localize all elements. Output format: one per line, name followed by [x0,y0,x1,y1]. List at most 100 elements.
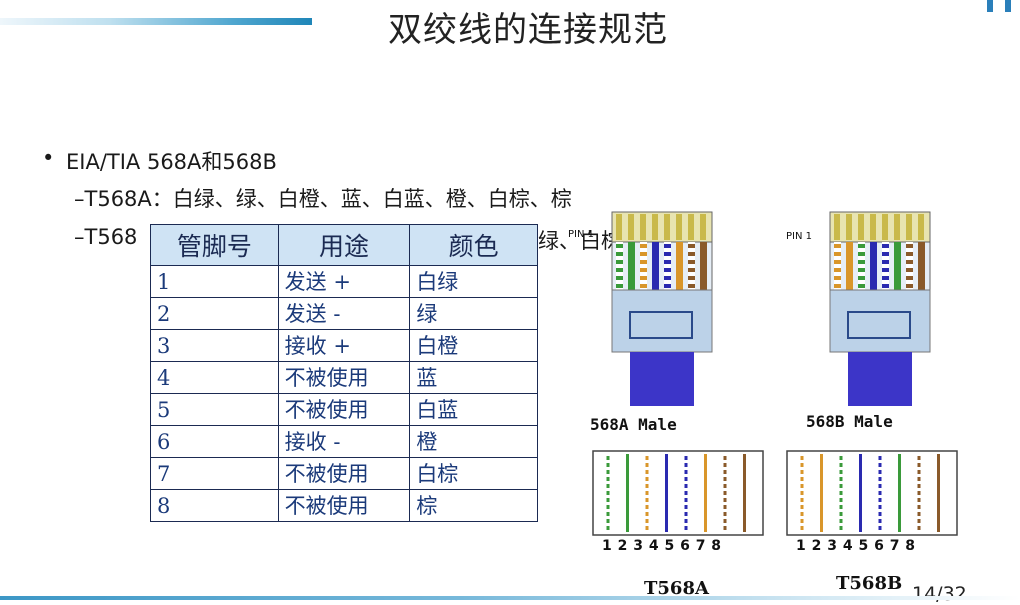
wire [906,242,913,290]
wire-dash [723,463,727,467]
bottom-accent-bar [0,596,1020,600]
cell-pin: 1 [150,265,279,298]
rj45-connector-svg [611,211,713,406]
contact-pin [640,214,646,240]
contact-pin [882,214,888,240]
wire-dash [800,526,804,530]
cell-pin: 8 [150,489,279,522]
cell-color: 白蓝 [409,393,538,426]
wire-line [820,454,823,532]
wire-dash [606,470,610,474]
cell-pin: 6 [150,425,279,458]
wire [882,242,889,290]
wire-dash [606,491,610,495]
wire-diagram-t568a [592,450,764,540]
wire [700,242,707,290]
wire-diagram-t568b [786,450,958,540]
wire-line [859,454,862,532]
connector-label-568b: 568B Male [806,412,893,431]
wire-dash [684,484,688,488]
wire-dash [917,491,921,495]
standard-label-t568b: T568B [836,573,903,594]
wire-stripe [616,284,623,288]
wire-dash [645,463,649,467]
wire-line [743,454,746,532]
table-row: 8 不被使用 棕 [150,489,538,522]
cell-color: 白绿 [409,265,538,298]
contact-pin [894,214,900,240]
wire-stripe [688,284,695,288]
header-pin: 管脚号 [150,224,279,266]
wire-stripe [688,252,695,256]
wire-dash [723,470,727,474]
wire-stripe [664,252,671,256]
wire-stripe [906,284,913,288]
contact-pin [688,214,694,240]
wire-dash [917,526,921,530]
wire-dash [839,470,843,474]
wire-dash [684,512,688,516]
wire-stripe [858,244,865,248]
wire-dash [839,477,843,481]
wire-stripe [882,260,889,264]
wire-dash [606,484,610,488]
wire-stripe [858,276,865,280]
cell-pin: 4 [150,361,279,394]
wire-dash [800,519,804,523]
wire-dash [645,491,649,495]
sub-item-t568b: –T568 [74,225,138,249]
sub-item-t568a: –T568A：白绿、绿、白橙、蓝、白蓝、橙、白棕、棕 [74,187,572,211]
wire-stripe [882,276,889,280]
cable-boot [630,352,694,406]
wire-dash [800,491,804,495]
cable-boot [848,352,912,406]
wire-dash [684,505,688,509]
wire-dash [723,512,727,516]
rj45-connector-svg [829,211,931,406]
wire-dash [684,477,688,481]
wire-dash [606,512,610,516]
wire-stripe [882,244,889,248]
wire [676,242,683,290]
table-row: 5 不被使用 白蓝 [150,393,538,426]
wire-dash [839,456,843,460]
wire-dash [917,505,921,509]
wire-dash [723,477,727,481]
cell-color: 棕 [409,489,538,522]
wire-dash [878,477,882,481]
wire-dash [723,498,727,502]
wire-dash [684,498,688,502]
cell-color: 橙 [409,425,538,458]
wire-dash [800,512,804,516]
wire [640,242,647,290]
wire-dash [917,463,921,467]
wire-stripe [664,260,671,264]
latch-window [629,311,693,339]
wire-dash [878,505,882,509]
wire-stripe [664,244,671,248]
connector-body [829,289,931,353]
wire-stripe [616,268,623,272]
cell-purpose: 不被使用 [277,393,411,426]
contact-pin [676,214,682,240]
wire-dash [839,526,843,530]
wire-dash [917,470,921,474]
wire-dash [878,498,882,502]
wire-dash [878,526,882,530]
cell-purpose: 发送 - [277,297,411,330]
wire-stripe [882,268,889,272]
clear-housing [829,241,931,291]
table-row: 4 不被使用 蓝 [150,361,538,394]
wire-dash [645,498,649,502]
wire-frame [786,450,958,536]
contact-strip [611,211,713,243]
wire [616,242,623,290]
wire-dash [839,498,843,502]
clear-housing [611,241,713,291]
cell-color: 绿 [409,297,538,330]
wire-dash [684,456,688,460]
wire-dash [645,477,649,481]
wire-stripe [834,276,841,280]
wire-stripe [834,284,841,288]
contact-pin [846,214,852,240]
